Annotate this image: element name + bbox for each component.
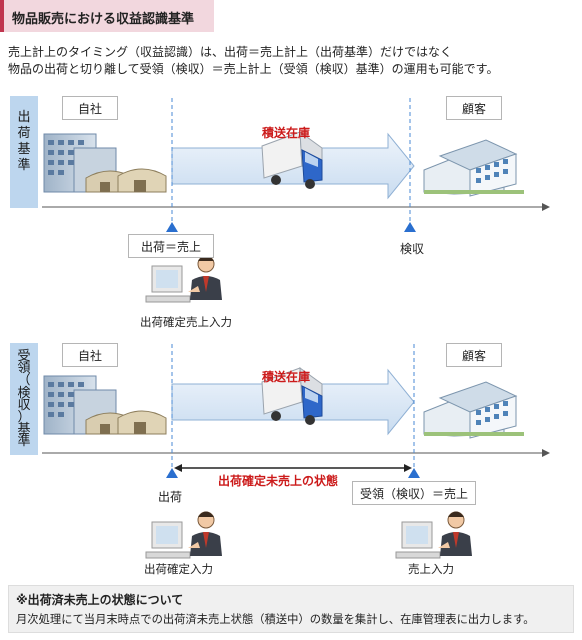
page-title: 物品販売における収益認識基準 [0,0,214,32]
panel1-inspection-label: 検収 [400,242,425,256]
panel2-truck-icon [261,366,323,425]
panel2-left-operator-icon [145,511,222,559]
panel1-in-transit-label: 積送在庫 [262,126,311,140]
panel2-ship-marker [166,468,178,478]
panel1-operator-caption: 出荷確定売上入力 [140,315,232,329]
panel2-side-label-char: 領 [17,361,31,377]
panel2-customer-building-icon [423,381,524,439]
panel2-receive-sales-tag: 受領（検収）＝売上 [352,481,476,505]
panel1-company-building-icon [43,133,167,193]
panel2-receive-marker [408,468,420,478]
panel2-in-transit-label: 積送在庫 [262,370,311,384]
panel1-side-label: 出 荷 基 準 [10,96,38,208]
panel1-truck-icon [261,130,323,189]
panel2-company-label: 自社 [62,343,118,367]
panel1-customer-label: 顧客 [446,96,502,120]
panel2-right-operator-caption: 売上入力 [408,562,454,576]
panel1-ship-marker [166,222,178,232]
panel2-side-label-char: ） [17,410,31,426]
panel2-side-label: 受 領 （ 検 収 ） 基 準 [10,343,38,455]
panel2-side-label-char: （ [17,373,31,389]
panel2-side-label-char: 受 [17,349,31,364]
panel1-side-label-char: 準 [17,158,31,173]
panel1-side-label-char: 基 [17,142,31,157]
panel2-company-building-icon [43,375,167,435]
intro-line-2: 物品の出荷と切り離して受領（検収）＝売上計上（受領（検収）基準）の運用も可能です… [8,62,499,76]
page-title-text: 物品販売における収益認識基準 [12,12,195,27]
panel1-side-label-char: 荷 [17,126,31,141]
panel2-side-label-char: 収 [17,397,31,413]
panel1-timeline-arrowhead [542,203,550,211]
note-title: ※出荷済未売上の状態について [16,593,184,607]
panel2-side-label-char: 準 [17,434,31,450]
note-body: 月次処理にて当月末時点での出荷済未売上状態（積送中）の数量を集計し、在庫管理表に… [16,613,535,626]
panel2-side-label-char: 基 [17,422,31,438]
intro-line-1: 売上計上のタイミング（収益認識）は、出荷＝売上計上（出荷基準）だけではなく [8,45,453,59]
panel2-span-label: 出荷確定未売上の状態 [218,474,339,488]
panel1-operator-icon [145,255,222,303]
panel1-inspection-marker [404,222,416,232]
panel1-company-label: 自社 [62,96,118,120]
panel1-ship-sales-tag: 出荷＝売上 [128,234,214,258]
note-box [8,585,574,633]
panel2-customer-label: 顧客 [446,343,502,367]
panel2-ship-label: 出荷 [158,490,183,504]
panel1-customer-building-icon [423,139,524,197]
panel2-span-arrow [174,464,412,472]
panel2-timeline-arrowhead [542,449,550,457]
panel1-side-label-char: 出 [17,110,31,125]
panel2-right-operator-icon [395,511,472,559]
panel2-side-label-char: 検 [17,385,31,401]
panel2-left-operator-caption: 出荷確定入力 [144,562,213,576]
